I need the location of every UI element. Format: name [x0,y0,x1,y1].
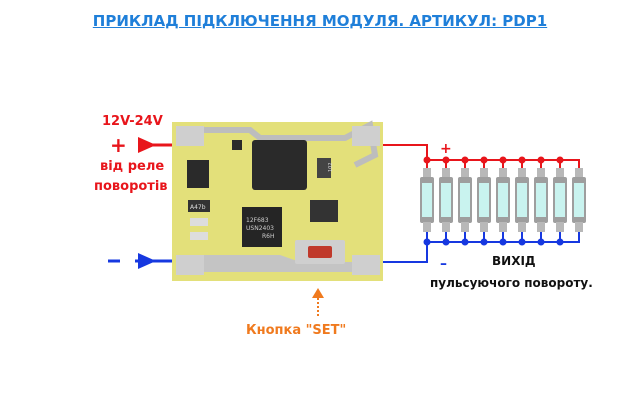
lamp [458,168,472,232]
mosfet-chip [252,140,307,190]
output-label-line1: ВИХІД [492,254,536,268]
output-label-line2: пульсуючого повороту. [430,276,593,290]
source-label-line2: поворотів [94,179,168,194]
output-negative-wire [383,230,580,263]
page-title: ПРИКЛАД ПІДКЛЮЧЕННЯ МОДУЛЯ. АРТИКУЛ: PDP… [92,12,548,30]
source-label-line1: від реле [100,159,164,174]
diode-marking: A47b [190,204,206,211]
mcu-marking-2: USN2403 [246,225,274,232]
lamp [572,168,586,232]
set-button-label: Кнопка "SET" [246,323,346,338]
lamp [420,168,434,232]
lamp [515,168,529,232]
set-button-pointer [312,288,324,318]
output-plus-sign: + [440,141,452,157]
lamp [496,168,510,232]
lamp [534,168,548,232]
input-positive-arrow [138,137,172,153]
output-minus-sign: – [440,256,447,272]
lamp-array [420,156,586,246]
output-positive-wire [383,144,580,170]
input-plus-sign: + [110,133,127,157]
microcontroller-chip [242,207,282,247]
input-negative-arrow [108,253,172,269]
resistor-marking: 102 [328,162,334,172]
mcu-marking-3: R6H [262,233,275,240]
lamp [553,168,567,232]
pcb-module: 102 A47b 12F683 USN2403 R6H [172,120,383,281]
lamp [439,168,453,232]
voltage-label: 12V-24V [102,114,163,129]
mcu-marking-1: 12F683 [246,217,269,224]
lamp [477,168,491,232]
